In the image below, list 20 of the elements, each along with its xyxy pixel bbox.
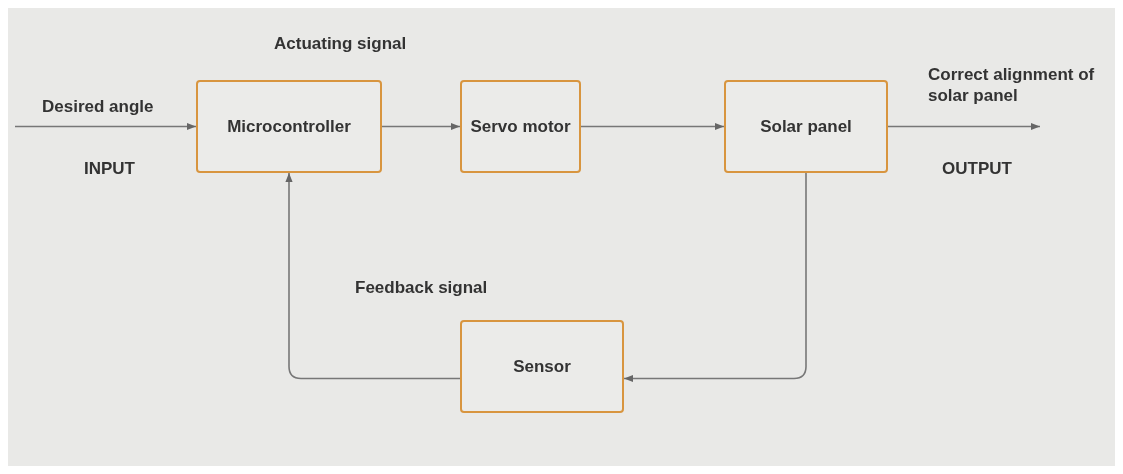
- box-label: Microcontroller: [227, 116, 351, 137]
- signal-label: OUTPUT: [942, 158, 1012, 180]
- box-label: Sensor: [513, 356, 571, 377]
- process-box: [460, 80, 581, 173]
- signal-label: Actuating signal: [274, 33, 407, 55]
- process-box: [460, 320, 624, 413]
- arrow: [887, 122, 1041, 131]
- arrow: [623, 172, 807, 383]
- signal-label: INPUT: [84, 158, 135, 180]
- signal-label: Feedback signal: [355, 277, 488, 299]
- arrow: [381, 122, 461, 131]
- arrow: [14, 122, 197, 131]
- signal-label: Desired angle: [42, 96, 154, 118]
- box-label: Solar panel: [760, 116, 852, 137]
- box-label: Servo motor: [470, 116, 571, 137]
- arrow: [285, 172, 461, 380]
- process-box: [724, 80, 888, 173]
- process-box: [196, 80, 382, 173]
- arrow: [580, 122, 725, 131]
- signal-label: Correct alignment of solar panel: [928, 64, 1096, 107]
